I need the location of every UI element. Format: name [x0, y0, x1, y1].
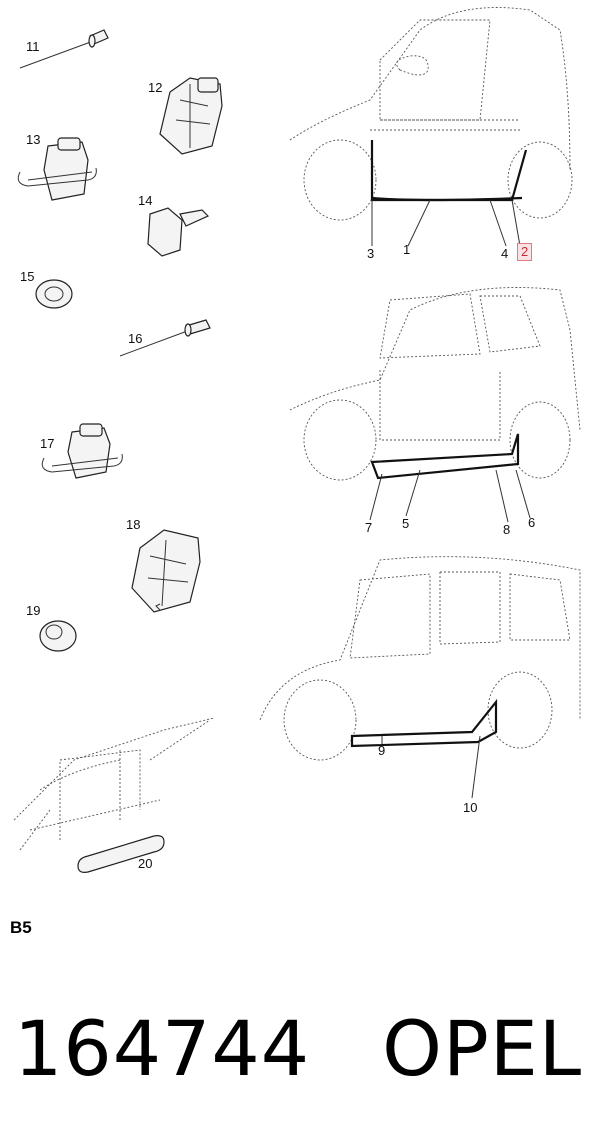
- parts-diagram: [13, 7, 581, 873]
- part-number-line: 164744 OPEL: [14, 1004, 582, 1093]
- leader-lines: [369, 199, 531, 799]
- clip-part-13: [17, 137, 97, 201]
- clip-part-12: [159, 77, 223, 155]
- grommet-part-19: [39, 620, 77, 652]
- callout-11: 11: [26, 39, 40, 54]
- callout-7: 7: [365, 520, 373, 535]
- body-sill-detail: [13, 717, 215, 873]
- grommet-part-15: [35, 279, 73, 309]
- rivet-pin-part-16: [119, 319, 211, 357]
- callout-6: 6: [528, 515, 536, 530]
- car-3-door-middle: [289, 287, 581, 481]
- callout-14: 14: [138, 193, 153, 208]
- callout-17: 17: [40, 436, 55, 451]
- callout-16: 16: [128, 331, 143, 346]
- callout-12: 12: [148, 80, 163, 95]
- section-label: B5: [10, 918, 32, 937]
- callout-3: 3: [367, 246, 375, 261]
- callout-1: 1: [403, 242, 411, 257]
- clip-part-17: [41, 423, 123, 479]
- part-number: 164744: [14, 1004, 311, 1093]
- callout-5: 5: [402, 516, 410, 531]
- car-5-door-bottom: [259, 556, 581, 761]
- callout-19: 19: [26, 603, 41, 618]
- callout-13: 13: [26, 132, 41, 147]
- callout-2-highlighted: 2: [517, 243, 533, 261]
- callout-20: 20: [138, 856, 153, 871]
- callout-8: 8: [503, 522, 511, 537]
- rivet-pin-part-11: [19, 29, 109, 69]
- callout-15: 15: [20, 269, 35, 284]
- clip-part-18: [131, 529, 201, 613]
- callout-18: 18: [126, 517, 141, 532]
- brand-name: OPEL: [382, 1004, 583, 1093]
- car-3-door-top: [289, 7, 573, 221]
- callout-4: 4: [501, 246, 509, 261]
- callout-10: 10: [463, 800, 478, 815]
- plug-part-14: [147, 207, 210, 257]
- callout-9: 9: [378, 743, 386, 758]
